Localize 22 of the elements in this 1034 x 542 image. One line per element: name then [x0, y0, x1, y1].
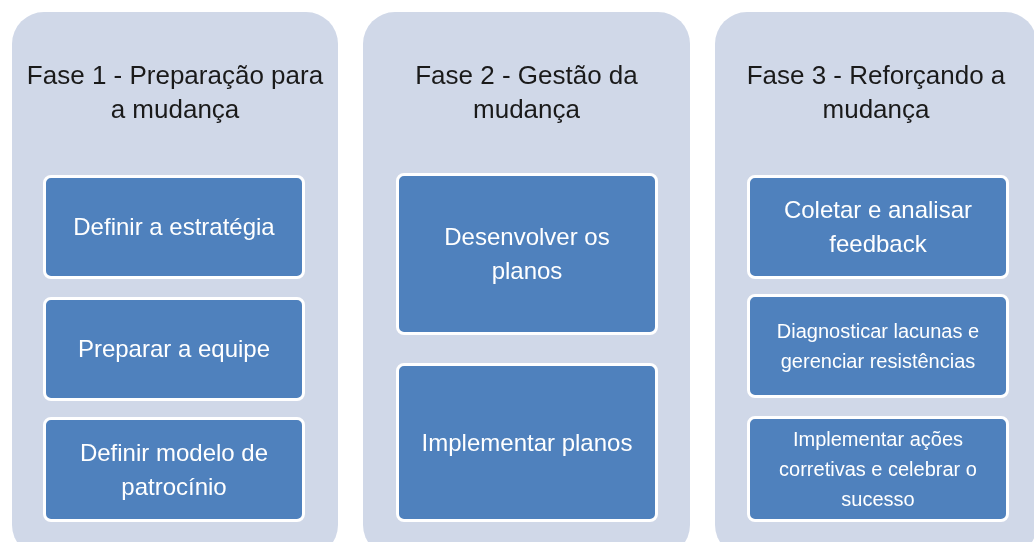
step-label: Preparar a equipe — [77, 334, 271, 364]
step-label: Coletar e analisar feedback — [782, 195, 974, 259]
phase-panel — [12, 12, 338, 542]
step-label: Diagnosticar lacunas e gerenciar resistências — [775, 319, 981, 374]
step-label: Implementar ações corretivas e celebrar o sucesso — [778, 427, 978, 512]
step-label: Implementar planos — [421, 427, 633, 458]
step-box — [747, 175, 1009, 279]
step-box — [747, 416, 1009, 522]
step-box — [396, 173, 658, 335]
step-box — [43, 297, 305, 401]
step-box — [396, 363, 658, 522]
phase-title: Fase 3 - Reforçando a mudança — [745, 59, 1007, 126]
step-box — [43, 417, 305, 522]
step-label: Definir modelo de patrocínio — [78, 437, 270, 502]
step-box — [747, 294, 1009, 398]
phase-panel — [715, 12, 1034, 542]
step-label: Desenvolver os planos — [443, 222, 611, 286]
phase-panel — [363, 12, 690, 542]
phase-title: Fase 2 - Gestão da mudança — [414, 59, 639, 126]
step-box — [43, 175, 305, 279]
step-label: Definir a estratégia — [73, 212, 275, 242]
phase-title: Fase 1 - Preparação para a mudança — [25, 59, 325, 126]
